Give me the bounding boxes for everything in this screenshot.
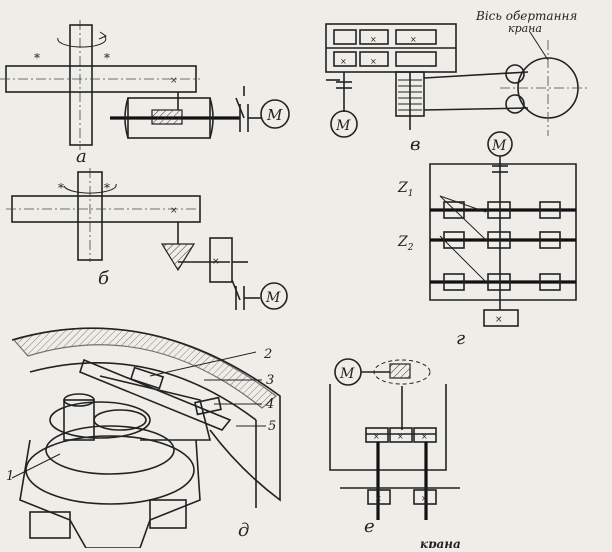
label-z1: Z1 xyxy=(397,180,413,199)
svg-text:*: * xyxy=(104,51,110,65)
svg-text:×: × xyxy=(370,57,377,66)
svg-text:×: × xyxy=(421,494,428,503)
svg-text:×: × xyxy=(421,432,428,441)
svg-text:×: × xyxy=(170,206,178,216)
motor-icon xyxy=(260,99,290,129)
motor-icon xyxy=(260,282,288,310)
svg-text:×: × xyxy=(410,35,417,44)
label-z2: Z2 xyxy=(397,234,414,253)
diagram-g: М × Z1 Z2 г xyxy=(397,131,577,349)
diagram-d: 2 3 4 5 1 д xyxy=(6,327,281,549)
axis-label-line1: Вісь обертання xyxy=(475,9,577,23)
part-3: 3 xyxy=(266,373,274,388)
label-g: г xyxy=(456,328,465,349)
motor-label-e: М xyxy=(339,366,355,382)
part-5: 5 xyxy=(268,419,276,434)
label-b: б xyxy=(98,268,110,289)
svg-text:×: × xyxy=(370,35,377,44)
svg-text:×: × xyxy=(373,432,380,441)
diagram-b: * * × × М б xyxy=(6,168,288,310)
motor-label-v: М xyxy=(335,118,351,134)
label-d: д xyxy=(238,520,249,541)
svg-text:×: × xyxy=(495,315,503,325)
motor-label-a: М xyxy=(266,106,283,124)
diagram-e: М × × × × × е крана xyxy=(329,358,461,551)
svg-text:×: × xyxy=(170,76,178,86)
svg-text:×: × xyxy=(340,57,347,66)
bottom-text-fragment: крана xyxy=(420,537,461,548)
part-2: 2 xyxy=(263,347,272,362)
svg-text:*: * xyxy=(58,181,64,195)
svg-text:×: × xyxy=(375,494,382,503)
diagram-v: × × × × М Вісь обертання крана в xyxy=(325,9,590,155)
motor-icon xyxy=(330,110,358,138)
svg-text:*: * xyxy=(34,51,40,65)
motor-label-g: М xyxy=(491,138,507,154)
label-a: а xyxy=(76,146,87,167)
svg-text:×: × xyxy=(397,432,404,441)
part-1: 1 xyxy=(6,469,14,484)
axis-label-line2: крана xyxy=(508,22,542,35)
diagram-a: * * × М а xyxy=(0,20,290,167)
motor-label-b: М xyxy=(265,290,281,306)
svg-text:×: × xyxy=(212,257,220,267)
part-4: 4 xyxy=(265,397,274,412)
label-v: в xyxy=(410,134,420,155)
label-e: е xyxy=(364,516,375,537)
svg-text:*: * xyxy=(104,181,110,195)
